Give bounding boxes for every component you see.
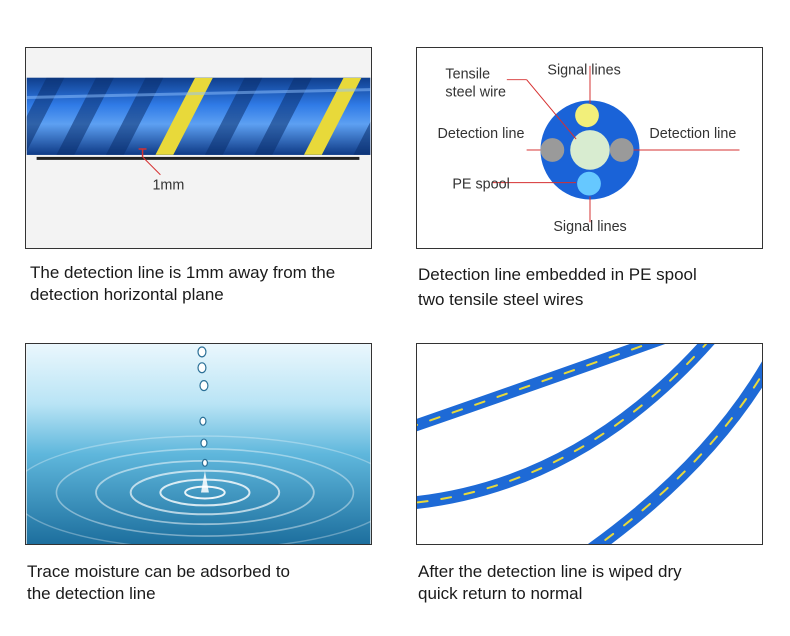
cross-section-diagram: Tensile steel wire Signal lines Detectio… xyxy=(438,63,740,235)
label-signal-top: Signal lines xyxy=(547,63,620,79)
caption-top-left: The detection line is 1mm away from the … xyxy=(30,262,335,306)
detection-line-right xyxy=(609,138,634,162)
water-ripple-panel xyxy=(25,343,372,545)
coiled-cables-illustration xyxy=(417,344,762,544)
coiled-cables-panel xyxy=(416,343,763,545)
caption-bottom-left-line1: Trace moisture can be adsorbed to xyxy=(27,562,291,581)
pe-spool-shape xyxy=(537,100,643,200)
caption-bottom-right: After the detection line is wiped dry qu… xyxy=(418,561,682,605)
leader-lines xyxy=(491,65,740,223)
caption-top-left-line2: detection horizontal plane xyxy=(30,285,224,304)
ripple-rings xyxy=(26,435,371,544)
cable-twist-strands xyxy=(26,77,371,155)
caption-top-left-line1: The detection line is 1mm away from the xyxy=(30,263,336,282)
water-droplets xyxy=(197,346,209,467)
water-ripple-illustration xyxy=(26,344,371,544)
label-tensile-2: steel wire xyxy=(445,85,506,101)
label-signal-bottom: Signal lines xyxy=(553,219,626,235)
signal-line-top xyxy=(575,103,599,128)
caption-bottom-right-line1: After the detection line is wiped dry xyxy=(418,562,682,581)
label-pe-spool: PE spool xyxy=(452,177,509,193)
measure-label: 1mm xyxy=(152,178,184,194)
caption-top-right-line2: two tensile steel wires xyxy=(418,290,584,309)
caption-bottom-right-line2: quick return to normal xyxy=(418,584,583,603)
caption-bottom-left-line2: the detection line xyxy=(27,584,156,603)
cross-section-panel: Tensile steel wire Signal lines Detectio… xyxy=(416,47,763,249)
horizontal-plane-line xyxy=(36,156,360,160)
cable-arcs xyxy=(417,344,762,544)
cable-closeup-panel: 1mm xyxy=(25,47,372,249)
label-tensile-1: Tensile xyxy=(445,67,490,83)
caption-bottom-left: Trace moisture can be adsorbed to the de… xyxy=(27,561,290,605)
label-detection-left: Detection line xyxy=(438,126,525,142)
label-detection-right: Detection line xyxy=(649,126,736,142)
caption-top-right-line1: Detection line embedded in PE spool xyxy=(418,265,697,284)
caption-top-right: Detection line embedded in PE spool two … xyxy=(418,262,697,312)
yellow-strand xyxy=(155,77,213,155)
tensile-steel-core xyxy=(570,130,610,170)
cable-closeup-illustration: 1mm xyxy=(26,48,371,248)
measure-leader xyxy=(142,156,161,176)
detection-line-left xyxy=(540,138,565,162)
signal-line-bottom xyxy=(577,171,601,196)
